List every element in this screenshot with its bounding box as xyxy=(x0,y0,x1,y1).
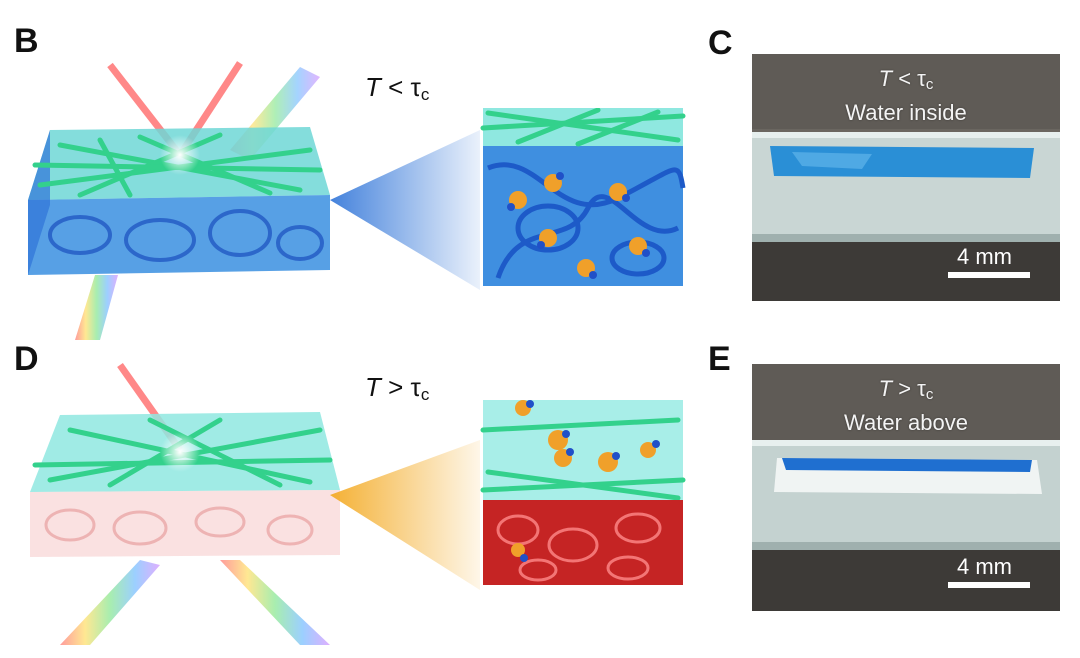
panel-label-c: C xyxy=(708,24,733,62)
gel-closeup-cool xyxy=(480,108,686,286)
panel-label-e: E xyxy=(708,340,731,378)
condition-label-d: T > τc xyxy=(365,372,430,404)
scale-label-e: 4 mm xyxy=(957,554,1012,579)
scale-bar-c xyxy=(948,272,1030,278)
zoom-beam-orange xyxy=(330,440,480,590)
photo-condition-c: T < τc xyxy=(878,66,934,93)
hydrogel-schematic-warm xyxy=(30,362,340,645)
gel-closeup-warm xyxy=(480,400,686,585)
photo-caption-e: Water above xyxy=(844,410,968,435)
photo-water-above: T > τc Water above 4 mm xyxy=(752,364,1060,611)
hydrogel-schematic-cool xyxy=(28,61,330,340)
photo-water-inside: T < τc Water inside 4 mm xyxy=(752,54,1060,301)
scale-bar-e xyxy=(948,582,1030,588)
photo-condition-e: T > τc xyxy=(878,376,934,403)
panel-label-b: B xyxy=(14,22,39,60)
photo-caption-c: Water inside xyxy=(845,100,967,125)
zoom-beam-blue xyxy=(330,130,480,290)
panel-label-d: D xyxy=(14,340,39,378)
condition-label-b: T < τc xyxy=(365,72,430,104)
scale-label-c: 4 mm xyxy=(957,244,1012,269)
